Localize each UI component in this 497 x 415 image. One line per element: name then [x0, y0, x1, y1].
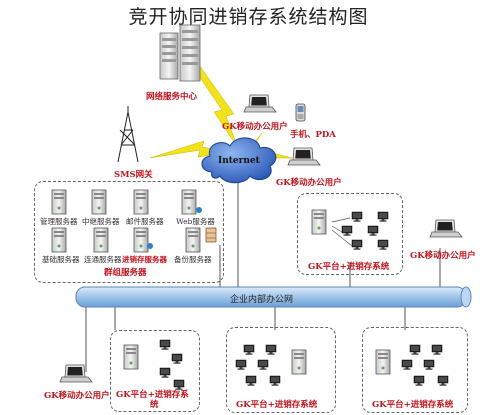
lan-bar: [75, 286, 472, 308]
server-label: 中继服务器: [82, 217, 120, 226]
laptop-icon: [429, 219, 463, 238]
laptop-icon: [59, 364, 93, 383]
network-center-servers: [159, 24, 201, 82]
phone-pda-label: 手机、PDA: [290, 130, 336, 140]
network-center-label: 网络服务中心: [146, 92, 198, 102]
platform-label: 统: [150, 400, 159, 410]
server-cluster-box: [34, 181, 224, 283]
platform-box-bottom-left: [110, 330, 200, 412]
sms-gateway-label: SMS网关: [114, 170, 153, 180]
internet-cloud-icon: [201, 137, 277, 184]
laptop-icon: [287, 147, 321, 166]
mobile-user-label: GK移动办公用户: [44, 391, 110, 401]
server-label: 基础服务器: [42, 255, 80, 264]
platform-label: GK平台+进销存系统: [372, 400, 454, 410]
mobile-user-label: GK移动办公用户: [276, 178, 342, 188]
platform-group-icons: [311, 209, 389, 251]
firewall-icon: [205, 227, 217, 243]
mobile-user-label: GK移动办公用户: [222, 122, 288, 132]
diagram-title: 竞开协同进销存系统结构图: [128, 6, 369, 28]
platform-label: GK平台+进销存系统: [308, 262, 390, 272]
platform-label: GK平台+进销存系: [116, 390, 189, 400]
platform-box-bottom-right: [362, 327, 468, 413]
internet-label: Internet: [218, 156, 260, 166]
sms-tower-icon: [117, 106, 139, 163]
cluster-server-icons: [51, 189, 202, 253]
server-cluster-label: 群组服务器: [104, 268, 147, 278]
server-label: 进销存服务器: [122, 255, 167, 264]
server-label: 连通服务器: [84, 255, 122, 264]
server-label: 邮件服务器: [126, 217, 164, 226]
server-label: Web服务器: [176, 217, 215, 226]
server-label: 管理服务器: [40, 217, 78, 226]
laptop-icon: [243, 94, 277, 113]
platform-label: GK平台+进销存系统: [236, 400, 318, 410]
mobile-user-label: GK移动办公用户: [410, 251, 476, 261]
platform-box-bottom-mid: [226, 327, 336, 413]
platform-box-top-right: [297, 193, 403, 275]
lan-label: 企业内部办公网: [230, 295, 294, 305]
phone-icon: [295, 103, 306, 122]
server-label: 备份服务器: [174, 255, 212, 264]
